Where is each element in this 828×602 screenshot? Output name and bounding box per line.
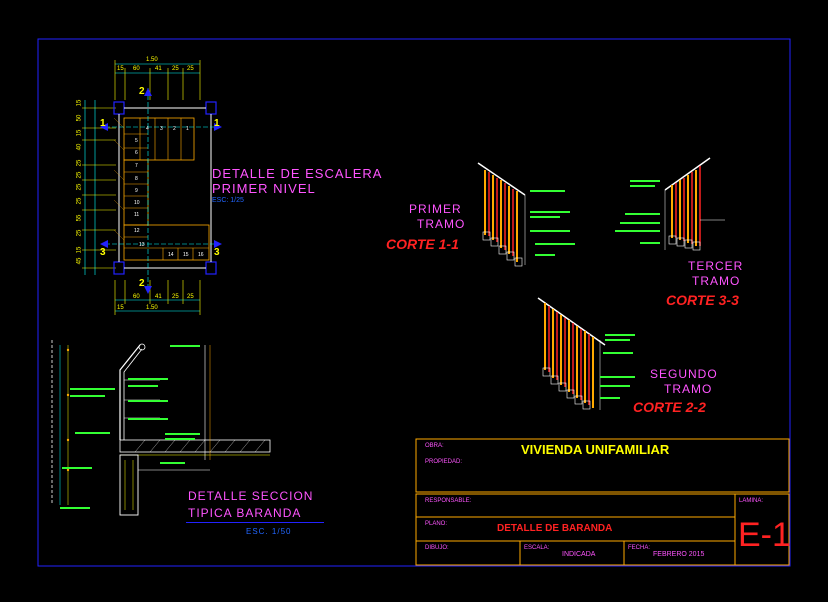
tb-plano-value: DETALLE DE BARANDA <box>497 523 613 534</box>
stair-detail-subtitle: PRIMER NIVEL <box>212 181 316 196</box>
section-marker-2-bottom: 2 <box>139 278 146 289</box>
dim-bottom: 25 <box>187 294 194 300</box>
dim-left: 15 <box>76 129 83 137</box>
corte-3-label-line2: TRAMO <box>692 274 741 288</box>
corte-2-title: CORTE 2-2 <box>633 399 706 415</box>
dim-left: 15 <box>76 246 83 254</box>
corte-2-label-line1: SEGUNDO <box>650 367 718 381</box>
dim-top-total: 1.50 <box>146 57 158 63</box>
tb-fecha-value: FEBRERO 2015 <box>653 551 705 558</box>
stair-plan <box>82 60 222 315</box>
step-number: 15 <box>183 252 189 258</box>
railing-section-title: DETALLE SECCION <box>188 489 314 503</box>
tb-lamina-label: LAMINA: <box>739 498 764 504</box>
corte-3-3-drawing <box>615 157 725 251</box>
stair-detail-scale: ESC: 1/25 <box>212 197 244 204</box>
step-number: 16 <box>198 252 204 258</box>
tb-obra-label: OBRA: <box>425 443 444 449</box>
railing-section-scale: ESC. 1/50 <box>246 527 292 536</box>
corte-2-label-line2: TRAMO <box>664 382 713 396</box>
railing-title-underline <box>186 522 324 523</box>
corte-3-title: CORTE 3-3 <box>666 292 739 308</box>
dim-left: 25 <box>76 229 83 237</box>
dim-left: 50 <box>76 114 83 122</box>
section-marker-3-left: 3 <box>100 247 107 258</box>
corte-1-label-line2: TRAMO <box>417 217 466 231</box>
corte-1-title: CORTE 1-1 <box>386 236 459 252</box>
dim-left: 15 <box>76 99 83 107</box>
step-number: 7 <box>135 163 138 169</box>
tb-dibujo-label: DIBUJO: <box>425 545 449 551</box>
step-number: 6 <box>135 150 138 156</box>
dim-top: 41 <box>155 66 162 72</box>
corte-3-label-line1: TERCER <box>688 259 744 273</box>
tb-escala-label: ESCALA: <box>524 545 550 551</box>
dim-left: 25 <box>76 171 83 179</box>
dim-left: 25 <box>76 197 83 205</box>
dim-left: 55 <box>76 214 83 222</box>
step-number: 5 <box>135 138 138 144</box>
corte-1-label-line1: PRIMER <box>409 202 462 216</box>
dim-bottom: 60 <box>133 294 140 300</box>
railing-section-subtitle: TIPICA BARANDA <box>188 506 302 520</box>
section-marker-2-top: 2 <box>139 86 146 97</box>
dim-left: 45 <box>76 257 83 265</box>
stair-detail-title: DETALLE DE ESCALERA <box>212 166 383 181</box>
tb-plano-label: PLANO: <box>425 521 448 527</box>
tb-fecha-label: FECHA: <box>628 545 651 551</box>
sheet-frame <box>37 38 791 567</box>
corte-2-2-drawing <box>537 297 635 410</box>
dim-left: 40 <box>76 143 83 151</box>
step-number: 1 <box>186 126 189 132</box>
tb-project-title: VIVIENDA UNIFAMILIAR <box>521 442 670 457</box>
title-block <box>415 438 790 566</box>
section-marker-1-right: 1 <box>214 118 221 129</box>
step-number: 4 <box>146 126 149 132</box>
step-number: 9 <box>135 188 138 194</box>
step-number: 14 <box>168 252 174 258</box>
dim-bottom: 25 <box>172 294 179 300</box>
step-number: 13 <box>139 242 145 248</box>
dim-top: 25 <box>172 66 179 72</box>
dim-top: 25 <box>187 66 194 72</box>
step-number: 12 <box>134 228 140 234</box>
dim-top: 60 <box>133 66 140 72</box>
railing-section-drawing <box>51 340 271 516</box>
dim-bottom: 41 <box>155 294 162 300</box>
step-number: 8 <box>135 176 138 182</box>
tb-propiedad-label: PROPIEDAD: <box>425 459 463 465</box>
dim-top: 15 <box>117 66 124 72</box>
dim-bottom-total: 1.50 <box>146 305 158 311</box>
dim-left: 25 <box>76 159 83 167</box>
section-marker-1-left: 1 <box>100 118 107 129</box>
section-marker-3-right: 3 <box>214 247 221 258</box>
tb-lamina-value: E-1 <box>738 516 791 554</box>
dim-bottom: 15 <box>117 305 124 311</box>
tb-escala-value: INDICADA <box>562 551 596 558</box>
step-number: 3 <box>160 126 163 132</box>
step-number: 10 <box>134 200 140 206</box>
step-number: 2 <box>173 126 176 132</box>
step-number: 11 <box>134 212 140 218</box>
dim-left: 25 <box>76 183 83 191</box>
corte-1-1-drawing <box>477 162 575 267</box>
tb-responsable-label: RESPONSABLE: <box>425 498 472 504</box>
